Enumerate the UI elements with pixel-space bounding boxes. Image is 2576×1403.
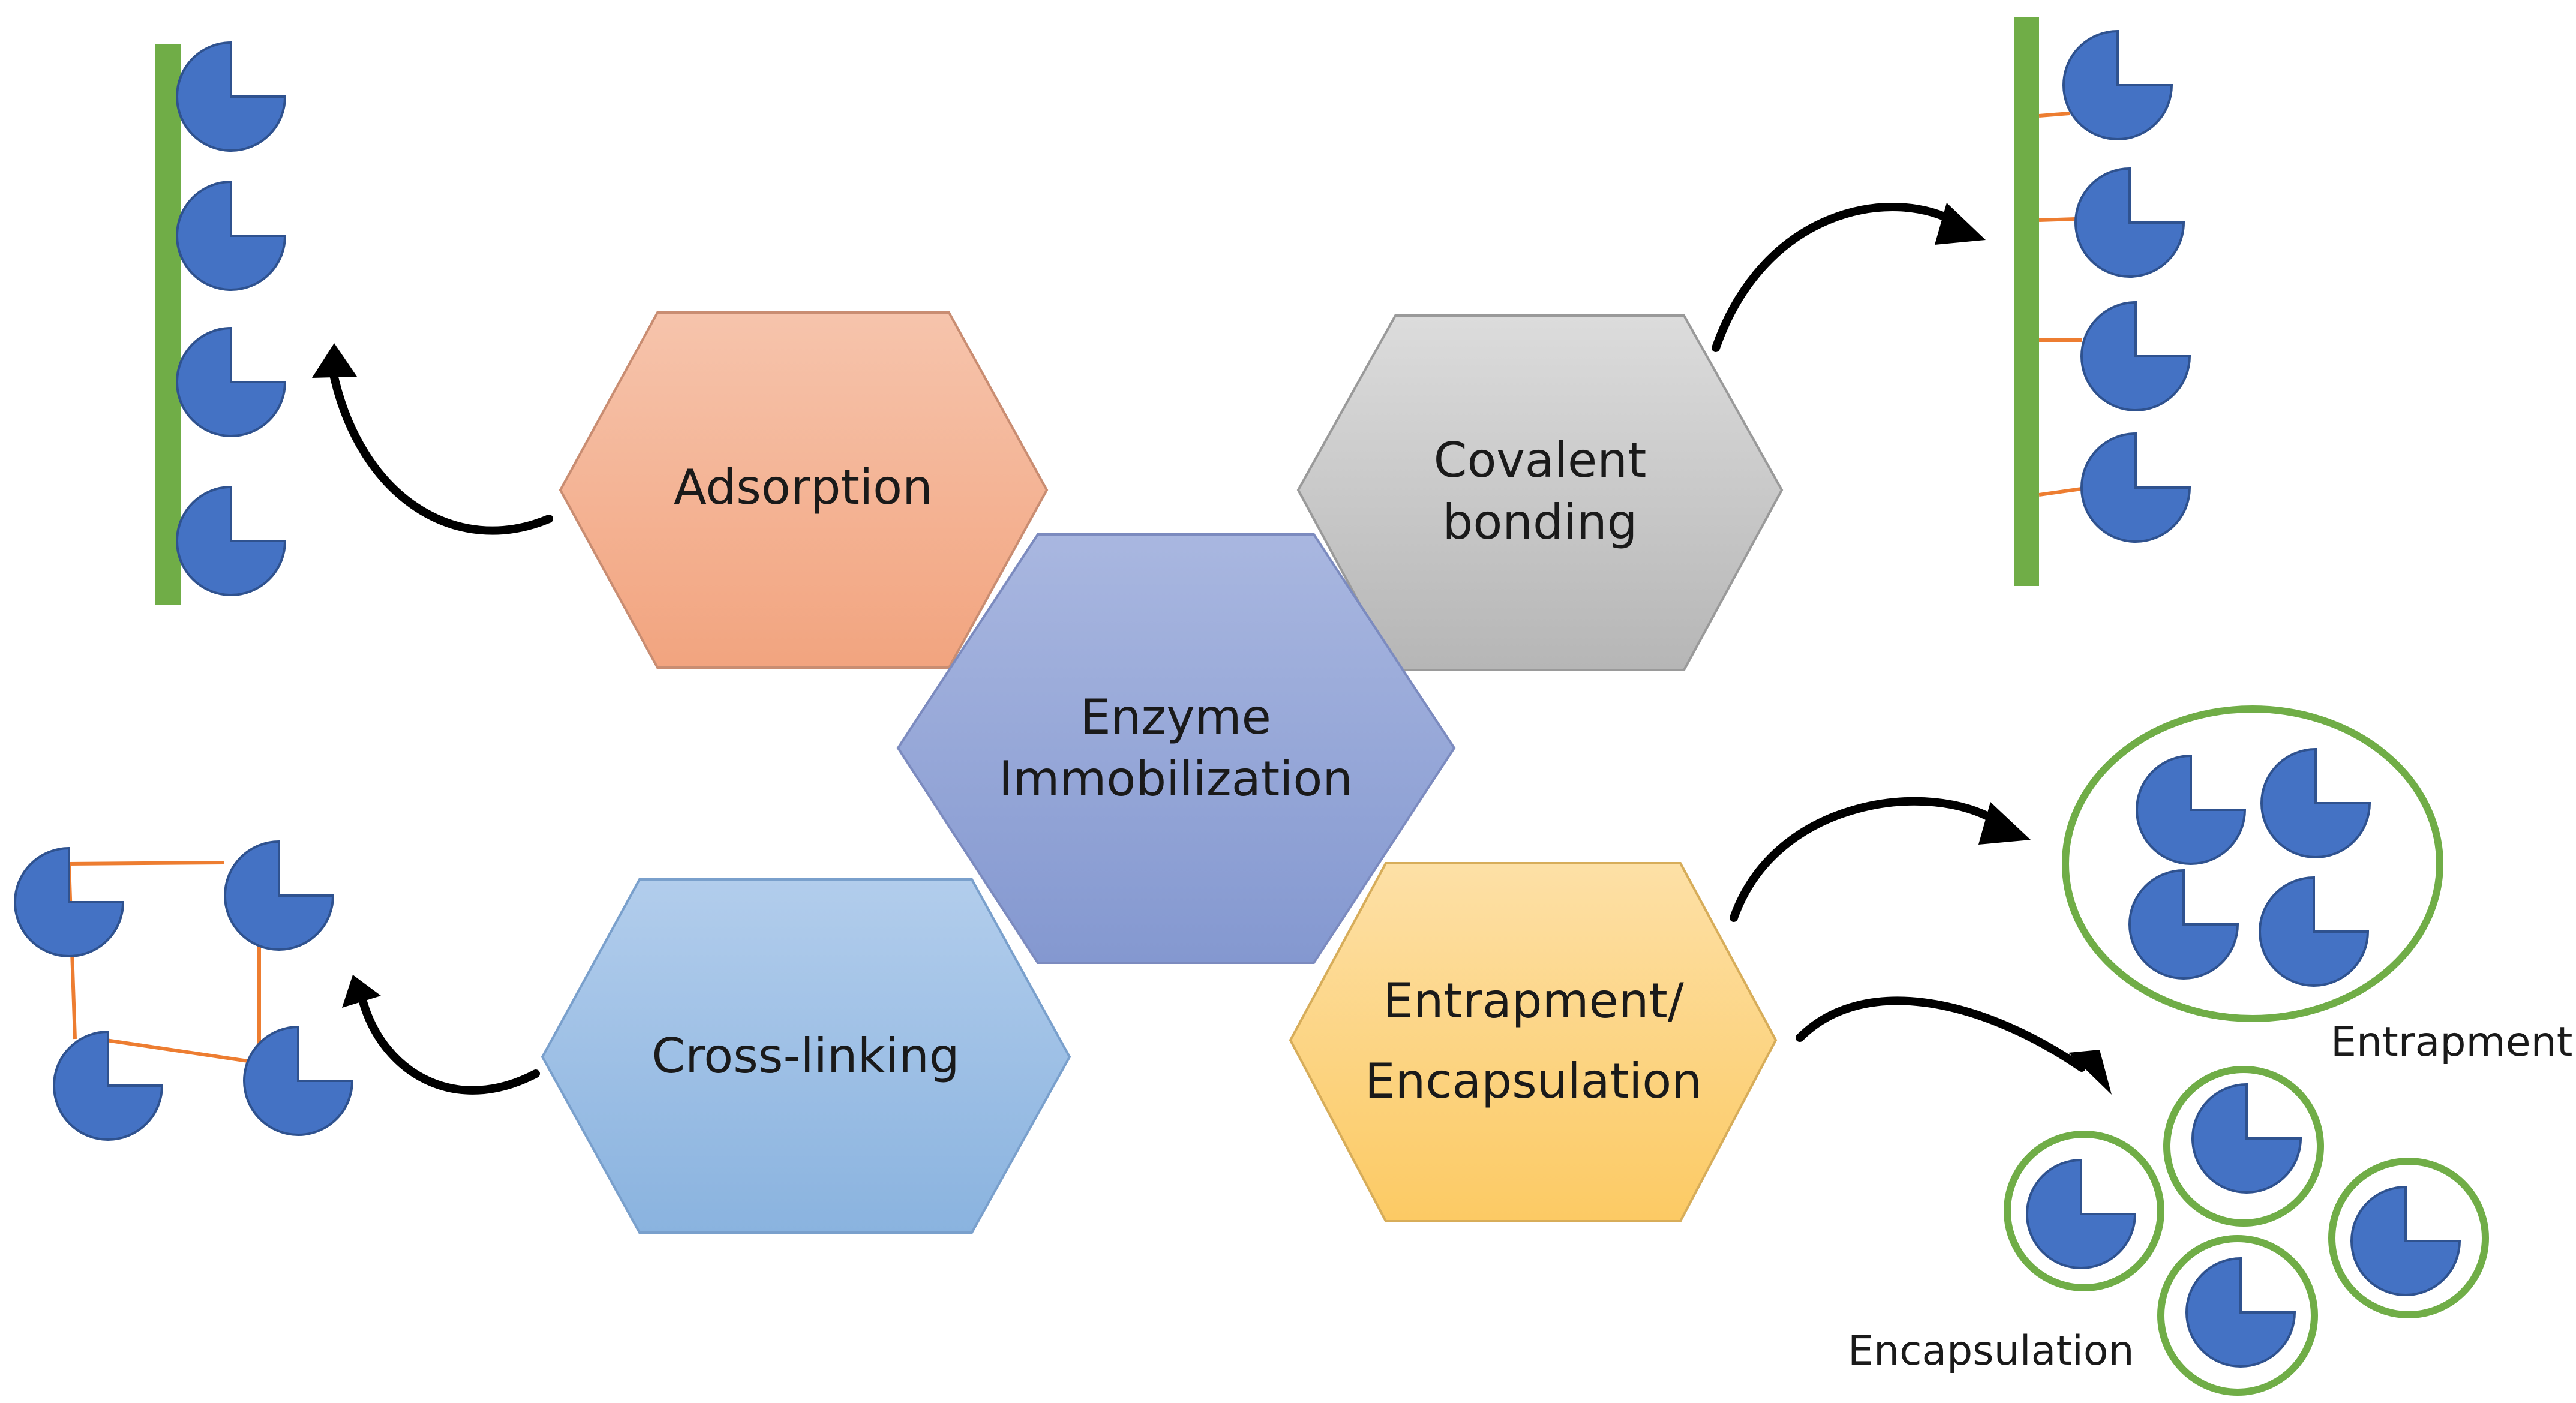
arrow-head	[342, 975, 381, 1008]
enzyme-icon	[176, 180, 287, 291]
capsule	[2163, 1066, 2324, 1227]
entrapment-label-line2: Encapsulation	[1365, 1053, 1702, 1109]
arrow-curve	[1730, 797, 2002, 922]
arrow-head	[1978, 802, 2031, 845]
arrow-curve	[359, 998, 540, 1095]
crosslink-line	[68, 861, 224, 866]
enzyme-icon	[53, 1030, 164, 1141]
capsule	[2004, 1131, 2164, 1291]
arrow-curve	[329, 368, 553, 535]
covalent-label-line1: Covalent	[1434, 432, 1647, 488]
hex-covalent-bonding	[1296, 314, 1784, 671]
arrow-to-encapsulation	[1796, 996, 2112, 1095]
arrow-head	[312, 343, 357, 378]
enzyme-icon	[176, 485, 287, 596]
covalent-bond-line	[2038, 217, 2076, 222]
entrapment-side-label: Entrapment	[2331, 1019, 2572, 1066]
hex-entrapment-encapsulation	[1289, 862, 1778, 1222]
enzyme-icon	[2260, 747, 2371, 858]
enzyme-icon	[2350, 1185, 2461, 1296]
enzyme-icon	[2191, 1083, 2302, 1194]
crosslink-line	[101, 1038, 253, 1063]
enzyme-icon	[243, 1025, 354, 1136]
adsorption-label: Adsorption	[674, 459, 933, 515]
hex-adsorption	[559, 311, 1049, 669]
crosslinking-label: Cross-linking	[651, 1028, 959, 1084]
crosslinking-illustration	[14, 840, 354, 1141]
arrow-curve	[1712, 203, 1960, 352]
enzyme-icon	[2074, 167, 2185, 278]
center-label-line1: Enzyme	[1080, 689, 1271, 745]
arrow-to-entrapment	[1730, 797, 2031, 922]
encapsulation-illustration	[2004, 1066, 2489, 1396]
enzyme-icon	[176, 326, 287, 437]
enzyme-icon	[224, 840, 335, 951]
arrow-to-adsorption	[312, 343, 553, 535]
entrapment-label-line1: Entrapment/	[1383, 973, 1684, 1029]
hex-cross-linking	[541, 878, 1071, 1234]
support-surface	[2014, 17, 2039, 586]
covalent-bonding-illustration	[2014, 17, 2191, 586]
encapsulation-side-label: Encapsulation	[1848, 1327, 2134, 1375]
covalent-bond-line	[2038, 112, 2070, 118]
enzyme-icon	[14, 846, 125, 957]
enzyme-icon	[2185, 1257, 2296, 1368]
enzyme-icon	[2080, 301, 2191, 411]
covalent-bond-line	[2038, 487, 2082, 497]
support-surface	[155, 44, 181, 605]
enzyme-icon	[2080, 432, 2191, 543]
arrow-to-covalent-bonding	[1712, 203, 1986, 352]
enzyme-icon	[176, 41, 287, 152]
enzyme-icon	[2259, 876, 2370, 987]
arrow-head	[1935, 203, 1986, 245]
enzyme-icon	[2128, 869, 2239, 980]
hex-enzyme-immobilization	[896, 533, 1456, 964]
arrow-head	[2068, 1050, 2112, 1095]
arrow-curve	[1796, 996, 2086, 1072]
entrapment-matrix	[2062, 705, 2443, 1022]
capsule	[2157, 1235, 2318, 1396]
enzyme-icon	[2136, 754, 2247, 865]
covalent-label-line2: bonding	[1443, 494, 1638, 550]
entrapment-illustration	[2062, 705, 2443, 1022]
enzyme-icon	[2062, 29, 2173, 140]
center-label-line2: Immobilization	[999, 751, 1353, 807]
capsule	[2328, 1158, 2489, 1318]
adsorption-illustration	[155, 41, 287, 605]
arrow-to-cross-linking	[342, 975, 540, 1095]
enzyme-icon	[2026, 1158, 2137, 1269]
